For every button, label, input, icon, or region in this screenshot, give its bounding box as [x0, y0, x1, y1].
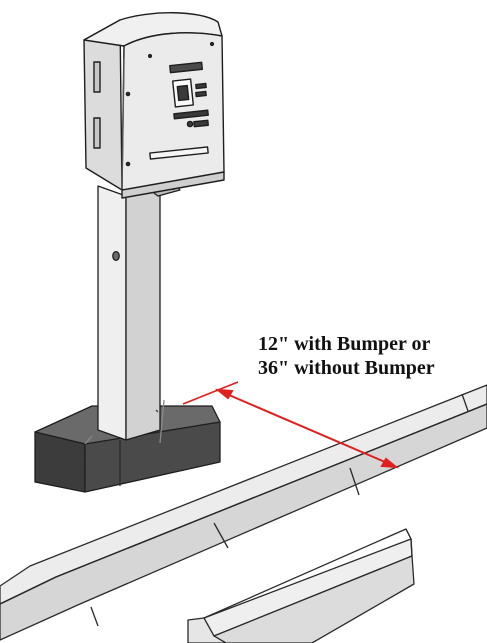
dimension-arrow: [182, 381, 400, 469]
curb-top-face: [0, 384, 487, 605]
cabinet-placard: [169, 61, 204, 74]
post-access-hole: [112, 250, 120, 262]
post-left-face: [97, 185, 127, 441]
pay-station-cabinet: [83, 12, 225, 199]
arrowhead-end: [380, 457, 400, 469]
arrowhead-start: [214, 388, 234, 400]
cabinet-coin-slot: [149, 146, 209, 160]
bumper-end-cap: [187, 617, 227, 643]
curb: [0, 384, 487, 641]
cabinet-front: [121, 32, 225, 191]
dimension-label-line2: 36" without Bumper: [258, 357, 435, 379]
wheel-stop-bumper: [187, 528, 415, 643]
post-right-face: [125, 185, 161, 441]
base-right-face: [84, 421, 221, 493]
dimension-label-line1: 12" with Bumper or: [258, 333, 431, 355]
post: [97, 185, 161, 441]
